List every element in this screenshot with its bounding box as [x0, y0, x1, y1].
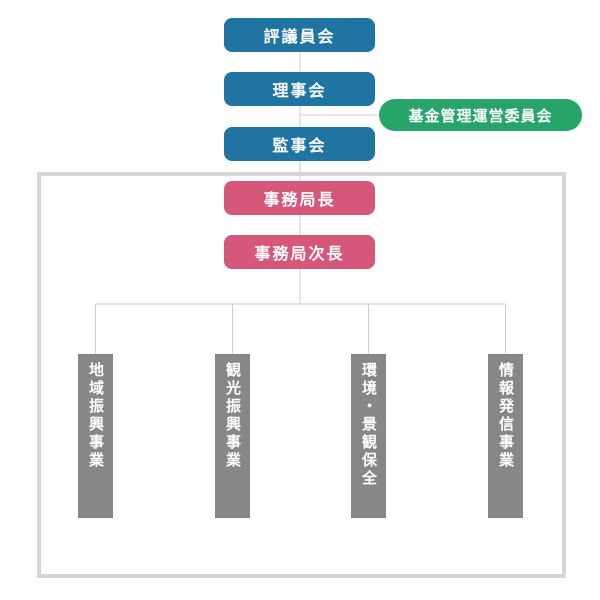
department-tourism-promotion: 観光振興事業 — [215, 354, 250, 518]
auditors-label: 監事会 — [272, 136, 327, 155]
fund-committee-box: 基金管理運営委員会 — [379, 99, 582, 131]
department-regional-development: 地域振興事業 — [78, 354, 113, 518]
secretary-general-box: 事務局長 — [224, 181, 375, 215]
board-box: 理事会 — [224, 72, 375, 106]
deputy-secretary-general-box: 事務局次長 — [224, 235, 375, 269]
department-environment-landscape: 環境・景観保全 — [351, 354, 386, 518]
department-information: 情報発信事業 — [488, 354, 523, 518]
department-label: 環境・景観保全 — [360, 362, 378, 488]
department-label: 地域振興事業 — [87, 362, 105, 470]
deputy-secretary-general-label: 事務局次長 — [254, 244, 345, 263]
board-label: 理事会 — [272, 81, 327, 100]
department-label: 情報発信事業 — [497, 362, 515, 470]
council-label: 評議員会 — [263, 27, 336, 46]
secretariat-frame — [37, 172, 566, 578]
department-label: 観光振興事業 — [224, 362, 242, 470]
fund-committee-label: 基金管理運営委員会 — [408, 106, 553, 125]
council-box: 評議員会 — [224, 18, 375, 52]
auditors-box: 監事会 — [224, 127, 375, 161]
secretary-general-label: 事務局長 — [263, 190, 336, 209]
